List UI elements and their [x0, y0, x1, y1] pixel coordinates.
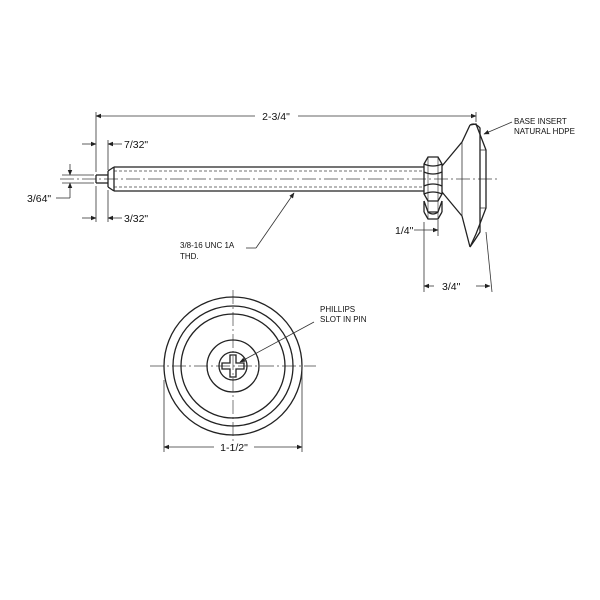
base-height-label: 3/4" — [442, 281, 461, 293]
dim-overall-length: 2-3/4" — [95, 111, 477, 172]
tip-diameter-label: 3/64" — [27, 193, 51, 205]
base-note-line1: BASE INSERT — [514, 117, 567, 126]
thread-spec-line2: THD. — [180, 252, 199, 261]
hex-height-label: 1/4" — [395, 225, 414, 237]
dim-hex-height: 1/4" — [395, 220, 439, 237]
hex-nut — [423, 156, 443, 220]
dim-tip-length: 7/32" — [82, 139, 148, 170]
base-inner-circle — [180, 313, 286, 419]
hex-circle — [206, 339, 260, 393]
end-view: PHILLIPS SLOT IN PIN 1-1/2" — [150, 290, 367, 454]
tip-length-label: 7/32" — [124, 139, 148, 151]
dim-base-height: 3/4" — [423, 222, 493, 293]
dim-base-diameter: 1-1/2" — [163, 366, 303, 454]
pin-circle — [218, 351, 248, 381]
base-insert-callout: BASE INSERT NATURAL HDPE — [483, 117, 575, 136]
slot-note-line2: SLOT IN PIN — [320, 315, 367, 324]
thread-callout: 3/8-16 UNC 1A THD. — [180, 192, 295, 261]
base-note-line2: NATURAL HDPE — [514, 127, 575, 136]
slot-note-line1: PHILLIPS — [320, 305, 355, 314]
phillips-slot-icon — [221, 354, 245, 378]
dim-tip-diameter: 3/64" — [27, 164, 94, 205]
overall-length-label: 2-3/4" — [262, 111, 290, 123]
base-rim-circle — [172, 305, 294, 427]
pin-tip — [95, 171, 109, 187]
threaded-shank — [107, 166, 424, 192]
shoulder-offset-label: 3/32" — [124, 213, 148, 225]
side-view: 2-3/4" 7/32" 3/64" 3/32" — [27, 111, 575, 293]
conical-base — [441, 123, 487, 248]
base-diameter-label: 1-1/2" — [220, 442, 248, 454]
dim-shoulder-offset: 3/32" — [82, 186, 148, 225]
thread-spec-line1: 3/8-16 UNC 1A — [180, 241, 235, 250]
